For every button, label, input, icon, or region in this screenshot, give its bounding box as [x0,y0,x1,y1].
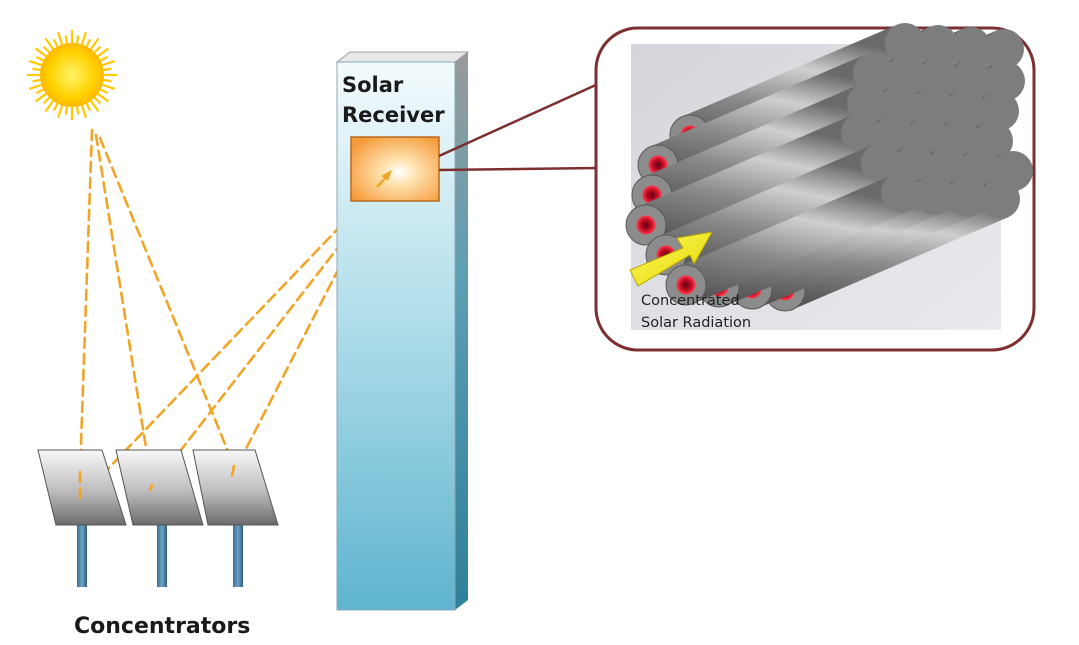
solar-receiver [350,136,440,202]
receiver-label-line1: Solar [342,73,404,97]
receiver-arrow-icon [376,170,392,188]
incoming-rays [78,128,236,487]
radiation-label-line1: Concentrated [641,293,740,309]
sun-icon [27,30,117,120]
concentrator-1 [37,449,127,587]
concentrators [37,449,279,587]
arrow-icon [629,231,713,287]
receiver-label-line2: Receiver [342,103,445,127]
callout-connector [438,82,599,172]
radiation-label-line2: Solar Radiation [641,315,751,331]
solar-tower: Solar Receiver [335,51,470,611]
concentrators-label: Concentrators [74,614,250,639]
concentrator-2 [115,449,204,587]
concentrator-3 [192,449,279,587]
tube-bundle [625,23,1033,312]
